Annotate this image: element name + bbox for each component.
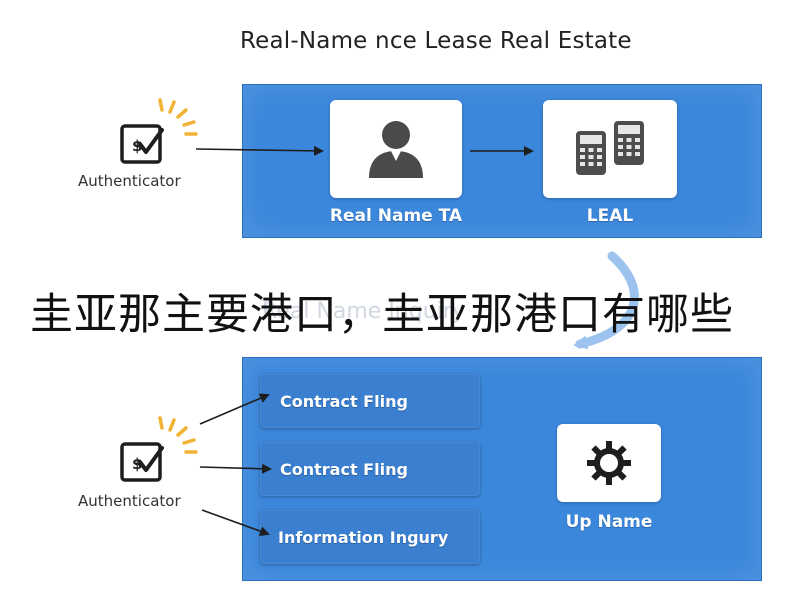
svg-text:$: $ — [132, 455, 142, 473]
curved-flow-arrow — [573, 251, 639, 350]
contract-filing-item-1: Contract Fling — [260, 374, 480, 428]
arrow-auth-to-real-name — [195, 145, 324, 156]
up-name-card — [557, 424, 661, 502]
leal-label: LEAL — [586, 206, 634, 226]
arrow-auth-to-item-1 — [199, 393, 270, 425]
information-inquiry-item: Information Ingury — [260, 510, 480, 564]
ghost-caption: Real Name Inquiry — [262, 299, 465, 324]
authenticator-top-label: Authenticator — [78, 172, 181, 190]
gear-icon — [587, 441, 631, 485]
check-card-icon-2: $ — [120, 416, 198, 482]
check-card-icon: $ — [120, 98, 198, 164]
leal-card — [543, 100, 677, 198]
calculator-icon — [576, 121, 644, 175]
authenticator-top: $ — [112, 96, 222, 196]
arrow-auth-to-item-2 — [199, 463, 272, 474]
svg-text:$: $ — [132, 137, 142, 155]
diagram-title: Real-Name nce Lease Real Estate — [240, 28, 632, 54]
arrow-auth-to-item-3 — [201, 509, 270, 536]
contract-filing-item-2: Contract Fling — [260, 442, 480, 496]
authenticator-bottom: $ — [112, 414, 222, 514]
authenticator-bottom-label: Authenticator — [78, 492, 181, 510]
real-name-ta-card — [330, 100, 462, 198]
person-icon — [369, 121, 423, 178]
up-name-label: Up Name — [565, 512, 653, 532]
real-name-ta-label: Real Name TA — [329, 206, 463, 226]
overlay-caption: 圭亚那主要港口，圭亚那港口有哪些 — [30, 290, 734, 340]
